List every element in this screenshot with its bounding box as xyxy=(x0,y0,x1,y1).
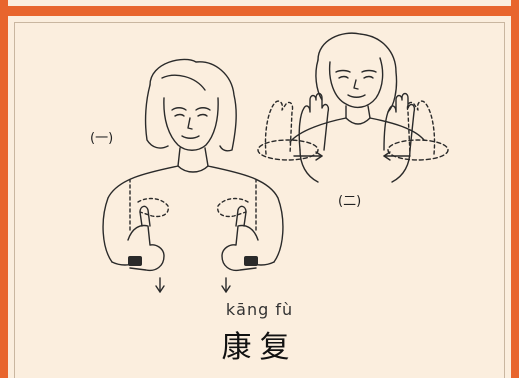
sign-card xyxy=(8,16,511,378)
top-paper-edge xyxy=(8,0,511,6)
step-two-label: (二) xyxy=(338,194,362,209)
right-woman-figure xyxy=(257,32,449,183)
word-hanzi: 康复 xyxy=(221,330,298,365)
card-border xyxy=(14,22,505,378)
top-frame-strip xyxy=(0,0,519,16)
left-woman-figure xyxy=(102,58,284,293)
word-pinyin: kāng fù xyxy=(225,300,294,319)
step-one-label: (一) xyxy=(90,131,114,146)
